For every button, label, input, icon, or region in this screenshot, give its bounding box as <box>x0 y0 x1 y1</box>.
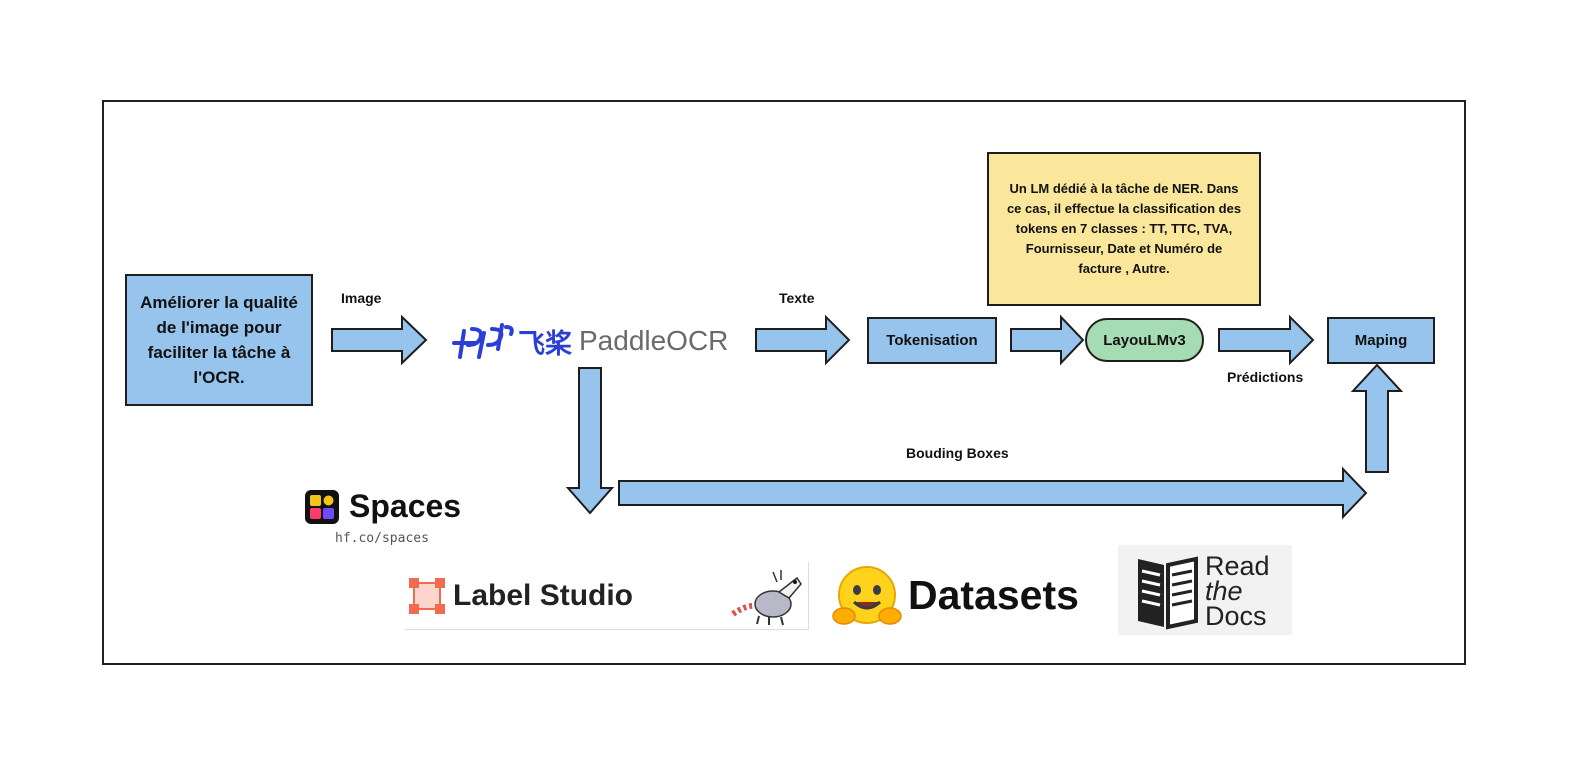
paddle-mark-icon <box>452 323 514 359</box>
hugging-face-emoji-icon <box>832 566 902 625</box>
edge-label-bounding-boxes: Bouding Boxes <box>906 445 1009 461</box>
label-studio-icon <box>409 578 445 614</box>
rtd-word-read: Read <box>1205 551 1270 581</box>
arrow-bounding-boxes <box>618 466 1368 520</box>
arrow-up-to-maping <box>1350 363 1404 473</box>
paddleocr-logo: 飞桨 PaddleOCR <box>450 320 745 362</box>
improve-image-box: Améliorer la qualité de l'image pour fac… <box>125 274 313 406</box>
ner-note-box: Un LM dédié à la tâche de NER. Dans ce c… <box>987 152 1261 306</box>
spaces-url: hf.co/spaces <box>335 531 429 546</box>
diagram-frame <box>102 100 1466 665</box>
maping-box: Maping <box>1327 317 1435 364</box>
edge-label-predictions: Prédictions <box>1227 369 1304 385</box>
edge-label-image: Image <box>341 290 382 306</box>
arrow-image-to-ocr <box>331 314 428 366</box>
paddle-name-text: PaddleOCR <box>579 325 729 356</box>
read-the-docs-logo: Read the Docs <box>1118 545 1292 635</box>
layoutlm-box: LayouLMv3 <box>1085 318 1204 362</box>
arrow-tokenisation-to-layoutlm <box>1010 314 1085 366</box>
arrow-ocr-to-tokenisation <box>755 314 851 366</box>
spaces-title: Spaces <box>349 488 462 524</box>
tokenisation-box: Tokenisation <box>867 317 997 364</box>
label-studio-text: Label Studio <box>453 579 633 612</box>
edge-label-texte: Texte <box>779 290 815 306</box>
rtd-word-docs: Docs <box>1205 601 1267 631</box>
rtd-word-the: the <box>1205 576 1243 606</box>
opossum-mascot-icon <box>731 570 802 626</box>
paddle-cn-text: 飞桨 <box>518 328 572 360</box>
hf-spaces-logo: Spaces hf.co/spaces <box>305 488 475 552</box>
arrow-ocr-down <box>565 367 615 515</box>
datasets-text: Datasets <box>908 572 1079 618</box>
hf-datasets-logo: Datasets <box>832 560 1097 632</box>
arrow-layoutlm-to-maping <box>1218 314 1315 366</box>
open-book-icon <box>1138 556 1198 630</box>
spaces-grid-icon <box>305 490 339 524</box>
label-studio-logo: Label Studio <box>405 562 809 630</box>
